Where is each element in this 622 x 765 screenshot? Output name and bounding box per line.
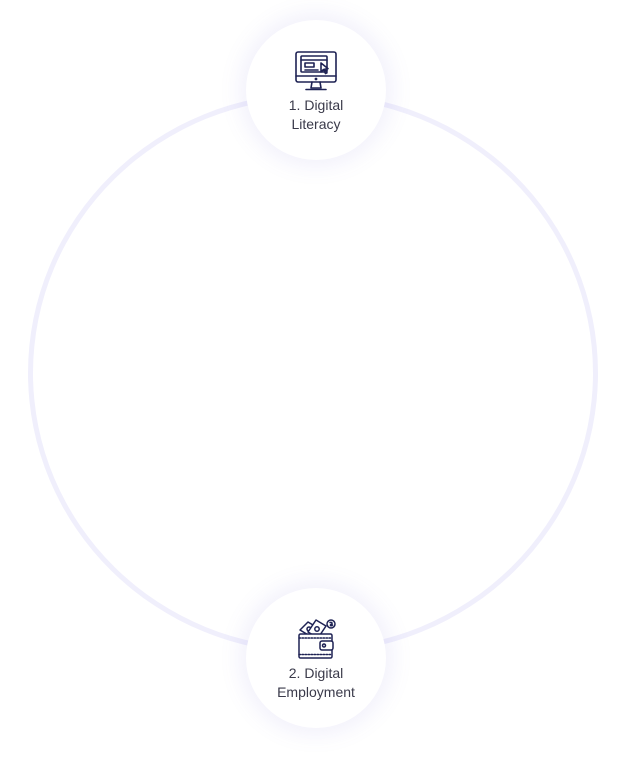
step-label: 2. Digital Employment xyxy=(256,664,376,702)
wallet-money-icon xyxy=(298,619,336,659)
step-node-digital-literacy: 1. Digital Literacy xyxy=(246,20,386,160)
step-label-line-2: Literacy xyxy=(291,116,341,132)
step-label-line-1: 1. Digital xyxy=(288,97,344,113)
step-node-digital-employment: 2. Digital Employment xyxy=(246,588,386,728)
cycle-ring xyxy=(28,93,598,653)
step-label-line-2: Employment xyxy=(277,684,355,700)
step-label: 1. Digital Literacy xyxy=(256,96,376,134)
computer-monitor-icon xyxy=(295,51,337,91)
step-label-line-1: 2. Digital xyxy=(288,665,344,681)
